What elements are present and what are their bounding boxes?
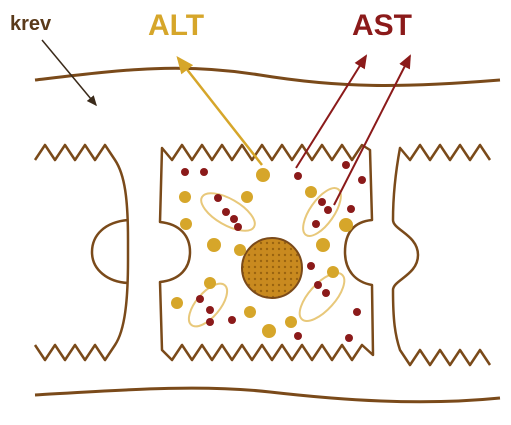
ast-particle	[181, 168, 189, 176]
alt-particle	[234, 244, 246, 256]
alt-particle	[339, 218, 353, 232]
alt-particle	[262, 324, 276, 338]
ast-particle	[318, 198, 326, 206]
alt-particle	[180, 218, 192, 230]
ast-particle	[312, 220, 320, 228]
ast-particle	[307, 262, 315, 270]
ast-particle	[324, 206, 332, 214]
alt-particle	[327, 266, 339, 278]
vessel-wall-bottom	[35, 388, 500, 402]
ast-particle	[214, 194, 222, 202]
ast-label: AST	[352, 9, 412, 42]
alt-particle	[316, 238, 330, 252]
alt-particle	[244, 306, 256, 318]
alt-particle	[204, 277, 216, 289]
ast-particle	[358, 176, 366, 184]
ast-particle	[206, 318, 214, 326]
alt-label: ALT	[148, 9, 204, 42]
left-neighbor-cell	[35, 145, 128, 360]
ast-particle	[206, 306, 214, 314]
ast-particle	[222, 208, 230, 216]
ast-arrow-1	[296, 56, 366, 168]
alt-particle	[241, 191, 253, 203]
blood-label: krev	[10, 13, 52, 35]
ast-particle	[294, 332, 302, 340]
alt-particle	[256, 168, 270, 182]
right-neighbor-cell	[393, 145, 490, 365]
left-cell-bump	[92, 220, 128, 283]
blood-arrow	[42, 40, 96, 105]
ast-particle	[234, 223, 242, 231]
ast-particle	[322, 289, 330, 297]
alt-particle	[179, 191, 191, 203]
alt-particle	[305, 186, 317, 198]
ast-particle	[314, 281, 322, 289]
ast-particle	[347, 205, 355, 213]
ast-particle	[342, 161, 350, 169]
ast-particle	[230, 215, 238, 223]
ast-particle	[353, 308, 361, 316]
alt-particle	[171, 297, 183, 309]
vessel-wall-top	[35, 68, 500, 85]
ast-particle	[196, 295, 204, 303]
ast-particle	[228, 316, 236, 324]
ast-particle	[200, 168, 208, 176]
alt-particle	[207, 238, 221, 252]
nucleus	[242, 238, 302, 298]
alt-particle	[285, 316, 297, 328]
ast-particle	[345, 334, 353, 342]
ast-particle	[294, 172, 302, 180]
